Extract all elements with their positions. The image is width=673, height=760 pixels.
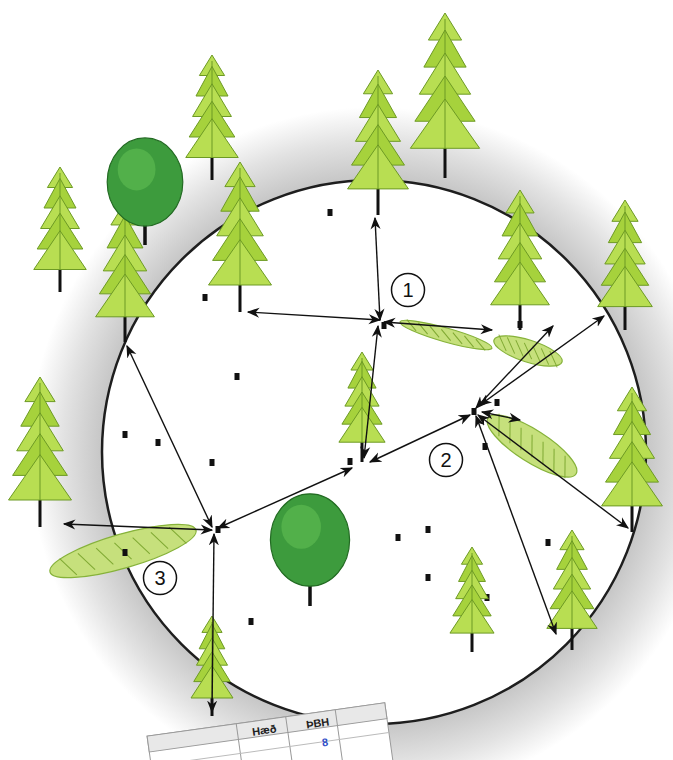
table-header: ÞBH xyxy=(305,715,330,730)
callout-number: 2 xyxy=(440,450,451,470)
callout-number: 1 xyxy=(402,280,413,300)
tally-sheet xyxy=(147,703,393,760)
plot-boundary xyxy=(102,180,646,724)
callout-circle: 2 xyxy=(428,442,464,478)
table-cell: 8 xyxy=(321,736,329,749)
plot-halo xyxy=(29,107,673,760)
fallen-wood xyxy=(45,315,584,588)
distance-arrows xyxy=(64,218,628,712)
callout-circle: 3 xyxy=(142,560,178,596)
table-header: Hæð xyxy=(251,722,277,737)
trees xyxy=(9,13,663,716)
callout-number: 3 xyxy=(154,568,165,588)
callout-circle: 1 xyxy=(390,272,426,308)
tree-stumps xyxy=(123,209,551,625)
